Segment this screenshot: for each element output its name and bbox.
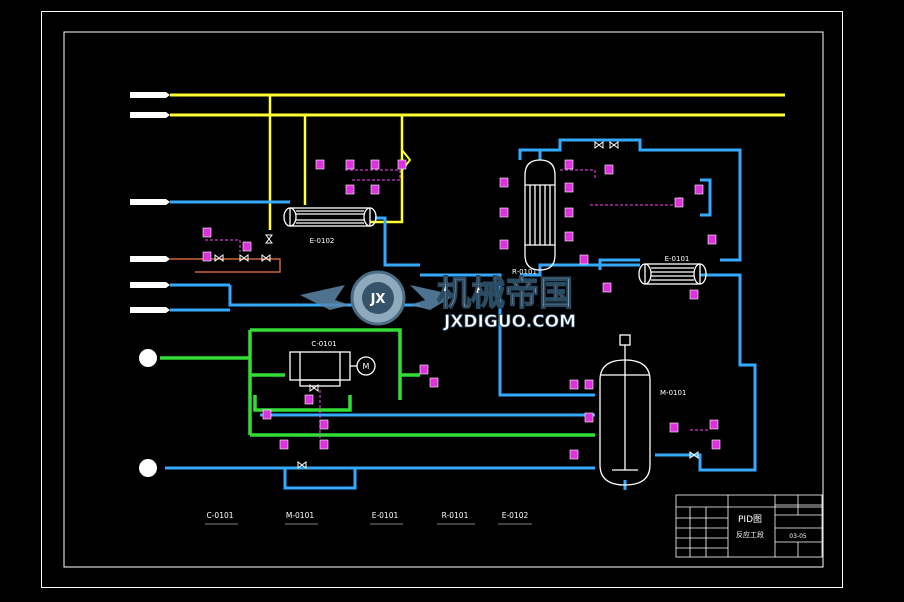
watermark: JX 机械帝国 JXDIGUO.COM: [300, 270, 576, 332]
tag-e0101: E-0101: [665, 255, 690, 263]
oil-line: [170, 258, 281, 273]
tag-m0101: M-0101: [660, 389, 686, 397]
inlet-tags: [130, 92, 170, 313]
title-block: [675, 494, 823, 558]
heat-exchanger-e0101: [638, 263, 707, 285]
compressor-c0101: [289, 351, 376, 387]
legend-tag-1: M-0101: [286, 511, 314, 520]
valves: [214, 141, 699, 469]
watermark-cn: 机械帝国: [437, 274, 573, 314]
tag-c0101: C-0101: [311, 340, 336, 348]
reactor-r0101: [524, 159, 556, 271]
legend-tag-3: R-0101: [442, 511, 469, 520]
legend-tag-0: C-0101: [206, 511, 233, 520]
inner-border: [63, 31, 824, 568]
watermark-en: JXDIGUO.COM: [443, 312, 576, 332]
drawing-subtitle: 反应工段: [736, 530, 764, 539]
tag-e0102: E-0102: [310, 237, 335, 245]
legend-tag-2: E-0101: [372, 511, 399, 520]
watermark-logo: JX: [370, 292, 386, 307]
drawing-title: PID图: [738, 514, 762, 525]
equipment-legend: C-0101 M-0101 E-0101 R-0101 E-0102: [205, 511, 532, 525]
gas-lines: [160, 328, 595, 437]
motor-icon: M: [363, 362, 370, 371]
tag-r0101: R-0101: [512, 268, 537, 276]
vessel-m0101: [599, 334, 651, 486]
heat-exchanger-e0102: [283, 207, 377, 227]
instrument-bubbles: [202, 159, 721, 460]
gas-sources: [139, 349, 157, 477]
steam-headers: [170, 93, 785, 230]
legend-tag-4: E-0102: [502, 511, 529, 520]
drawing-number: 03-05: [789, 533, 807, 540]
